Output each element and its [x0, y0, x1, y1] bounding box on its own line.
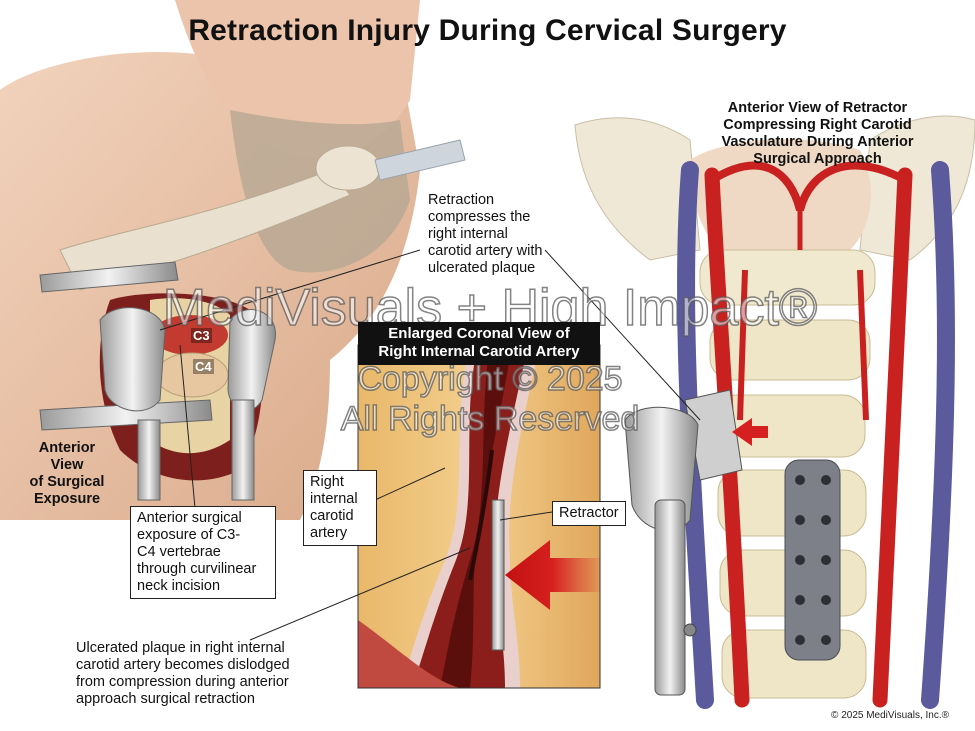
heading-line: Enlarged Coronal View of	[388, 325, 570, 342]
note-line: carotid artery becomes dislodged	[76, 657, 290, 673]
watermark-rights: All Rights Reserved	[340, 399, 640, 439]
heading-line: Vasculature During Anterior	[721, 134, 914, 150]
note-line: Ulcerated plaque in right internal	[76, 640, 285, 656]
label-line: internal	[310, 491, 358, 507]
note-line: ulcerated plaque	[428, 260, 536, 276]
anterior-view-heading: Anterior View of Retractor Compressing R…	[700, 100, 935, 168]
surgical-exposure-heading: Anterior View of Surgical Exposure	[22, 440, 112, 508]
note-line: approach surgical retraction	[76, 691, 255, 707]
callout-line: Anterior surgical	[137, 510, 242, 526]
retractor-label: Retractor	[552, 501, 626, 526]
heading-line: Exposure	[33, 491, 101, 507]
heading-line: Surgical Approach	[753, 151, 882, 167]
note-line: carotid artery with	[428, 243, 543, 259]
label-line: artery	[310, 525, 348, 541]
plaque-note: Ulcerated plaque in right internal carot…	[76, 640, 336, 708]
callout-line: through curvilinear	[137, 561, 257, 577]
note-line: right internal	[428, 226, 508, 242]
heading-line: of Surgical	[29, 474, 105, 490]
leader-lines	[159, 249, 701, 641]
head-neck-illustration	[0, 0, 466, 520]
heading-line: Anterior View of Retractor	[727, 100, 908, 116]
copyright-footer: © 2025 MediVisuals, Inc.®	[831, 710, 949, 721]
note-line: compresses the	[428, 209, 531, 225]
note-line: from compression during anterior	[76, 674, 289, 690]
callout-line: C4 vertebrae	[137, 544, 221, 560]
page-title: Retraction Injury During Cervical Surger…	[188, 14, 787, 47]
retractor-right	[624, 389, 743, 696]
label-line: carotid	[310, 508, 354, 524]
compression-note: Retraction compresses the right internal…	[428, 192, 588, 277]
compression-arrow	[505, 540, 600, 610]
heading-line: Right Internal Carotid Artery	[378, 343, 580, 360]
vessels	[676, 161, 955, 709]
compression-arrow-small	[732, 418, 768, 446]
heading-line: View	[50, 457, 84, 473]
heading-line: Anterior	[38, 440, 96, 456]
spine-illustration	[574, 115, 975, 709]
surgical-exposure-callout: Anterior surgical exposure of C3- C4 ver…	[130, 506, 276, 599]
heading-line: Compressing Right Carotid	[723, 117, 912, 133]
note-line: Retraction	[428, 192, 495, 208]
vertebra-label-c4: C4	[193, 359, 214, 374]
coronal-view-heading: Enlarged Coronal View of Right Internal …	[358, 322, 600, 365]
fixation-plate	[784, 459, 841, 661]
callout-line: neck incision	[137, 578, 221, 594]
label-line: Right	[310, 474, 344, 490]
artery-label: Right internal carotid artery	[303, 470, 377, 546]
vertebra-label-c3: C3	[191, 328, 212, 343]
watermark-copyright: Copyright © 2025	[357, 359, 624, 399]
callout-line: exposure of C3-	[137, 527, 241, 543]
